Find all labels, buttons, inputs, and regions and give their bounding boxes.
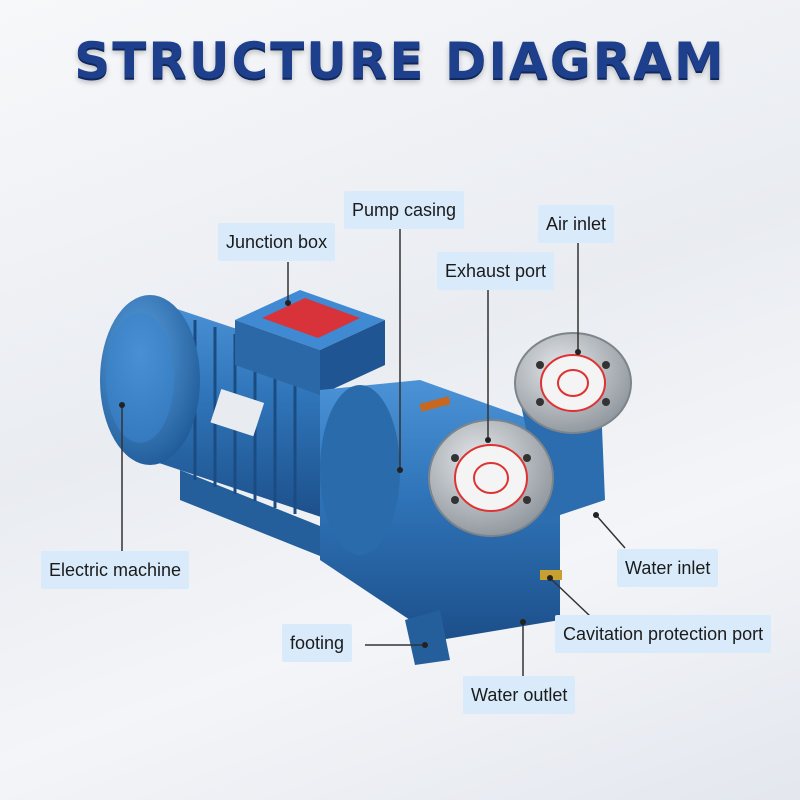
label-exhaust-port: Exhaust port — [437, 252, 555, 290]
label-water-inlet: Water inlet — [617, 549, 719, 587]
label-pump-casing: Pump casing — [344, 191, 465, 229]
pump-footing-shape — [405, 610, 450, 665]
junction-box-shape — [235, 290, 385, 395]
leader-dots — [119, 300, 599, 648]
label-footing: footing — [282, 624, 353, 662]
air-inlet-flange — [514, 332, 632, 434]
label-cavitation-protection-port: Cavitation protection port — [555, 615, 772, 653]
leader-lines — [121, 228, 626, 680]
label-air-inlet: Air inlet — [538, 205, 615, 243]
label-junction-box: Junction box — [218, 223, 336, 261]
page-title: STRUCTURE DIAGRAM — [74, 32, 726, 90]
motor-base — [180, 470, 330, 560]
cavitation-fitting — [540, 570, 562, 580]
label-electric-machine: Electric machine — [41, 551, 190, 589]
label-water-outlet: Water outlet — [463, 676, 576, 714]
exhaust-port-flange — [428, 419, 554, 537]
